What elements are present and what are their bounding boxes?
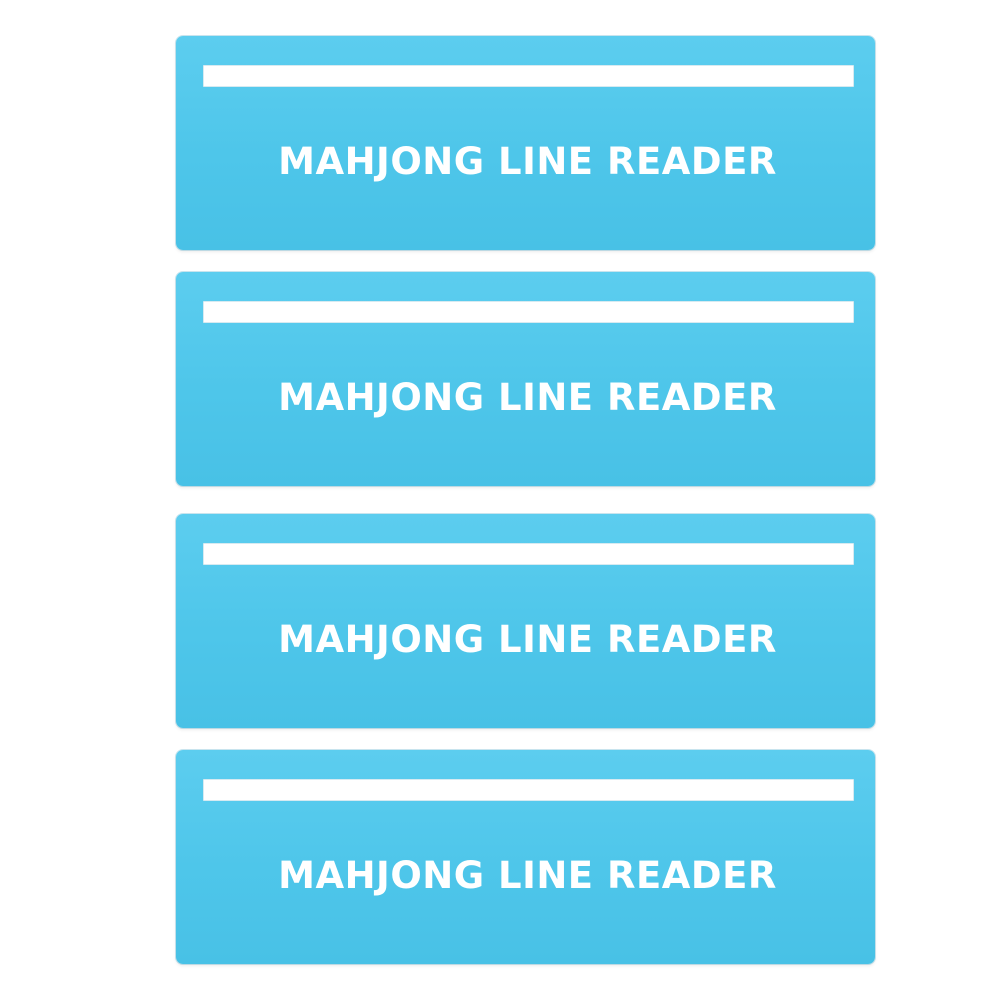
reading-window-slot (203, 301, 854, 323)
line-reader-card-4: MAHJONG LINE READER (176, 750, 875, 964)
card-label: MAHJONG LINE READER (278, 854, 777, 897)
reading-window-slot (203, 543, 854, 565)
line-reader-card-3: MAHJONG LINE READER (176, 514, 875, 728)
reading-window-slot (203, 65, 854, 87)
line-reader-card-1: MAHJONG LINE READER (176, 36, 875, 250)
card-label: MAHJONG LINE READER (278, 618, 777, 661)
card-label: MAHJONG LINE READER (278, 140, 777, 183)
card-label: MAHJONG LINE READER (278, 376, 777, 419)
reading-window-slot (203, 779, 854, 801)
line-reader-card-2: MAHJONG LINE READER (176, 272, 875, 486)
